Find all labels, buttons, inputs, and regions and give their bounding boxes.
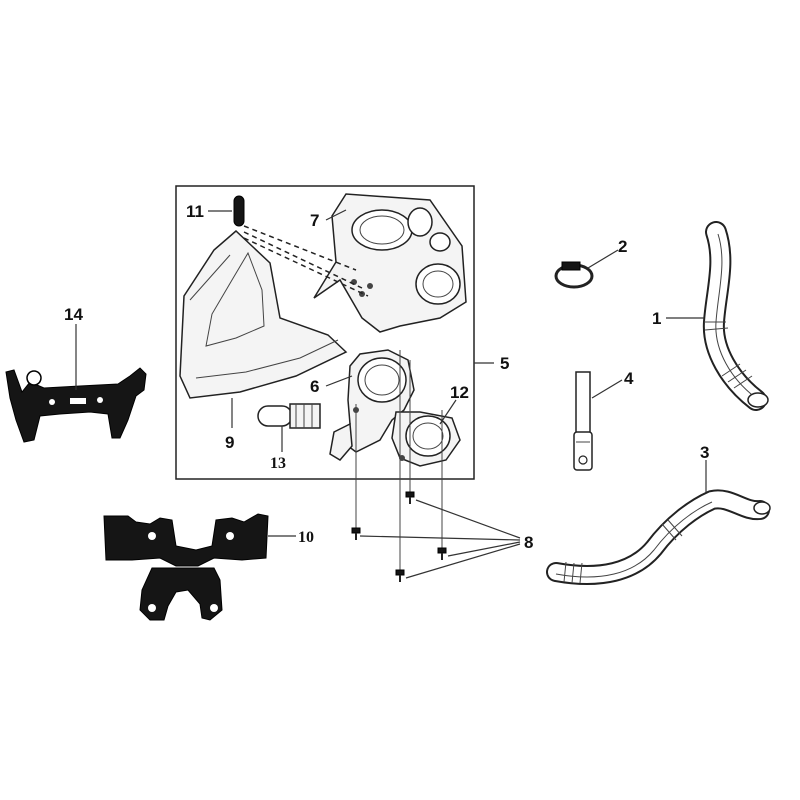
callout-7: 7 — [310, 211, 319, 230]
part-1-hose — [702, 221, 769, 411]
callout-10: 10 — [298, 529, 314, 546]
callout-3: 3 — [700, 443, 709, 462]
callout-13: 13 — [270, 455, 286, 472]
leader-4 — [591, 379, 623, 399]
leader-7 — [325, 209, 347, 221]
part-13-bulb — [257, 403, 321, 429]
dashed-line-b — [243, 231, 363, 289]
callout-14: 14 — [64, 305, 83, 324]
callout-2: 2 — [618, 237, 627, 256]
part-3-breather-tube — [546, 489, 771, 585]
leader-2 — [587, 249, 619, 269]
part-9-cowl — [179, 229, 348, 399]
part-11-socket — [233, 195, 245, 227]
part-4-strap — [573, 371, 593, 471]
part-8-screws — [351, 491, 447, 582]
callout-8: 8 — [524, 533, 533, 552]
part-6-meter-case — [329, 349, 461, 467]
assembly-5-frame — [175, 185, 475, 480]
callout-4: 4 — [624, 369, 634, 388]
dashed-line-a — [243, 225, 357, 271]
leader-12 — [439, 399, 457, 425]
callout-12: 12 — [450, 383, 469, 402]
callout-1: 1 — [652, 309, 661, 328]
part-7-meter-housing — [313, 193, 467, 333]
callout-11: 11 — [186, 202, 204, 221]
part-14-bracket — [5, 367, 147, 443]
callout-5: 5 — [500, 354, 509, 373]
part-2-hose-clamp — [554, 261, 594, 289]
callout-9: 9 — [225, 433, 234, 452]
part-10-steering-bracket — [103, 513, 269, 621]
dashed-line-c — [243, 237, 369, 297]
leader-6 — [325, 375, 353, 387]
callout-6: 6 — [310, 377, 319, 396]
